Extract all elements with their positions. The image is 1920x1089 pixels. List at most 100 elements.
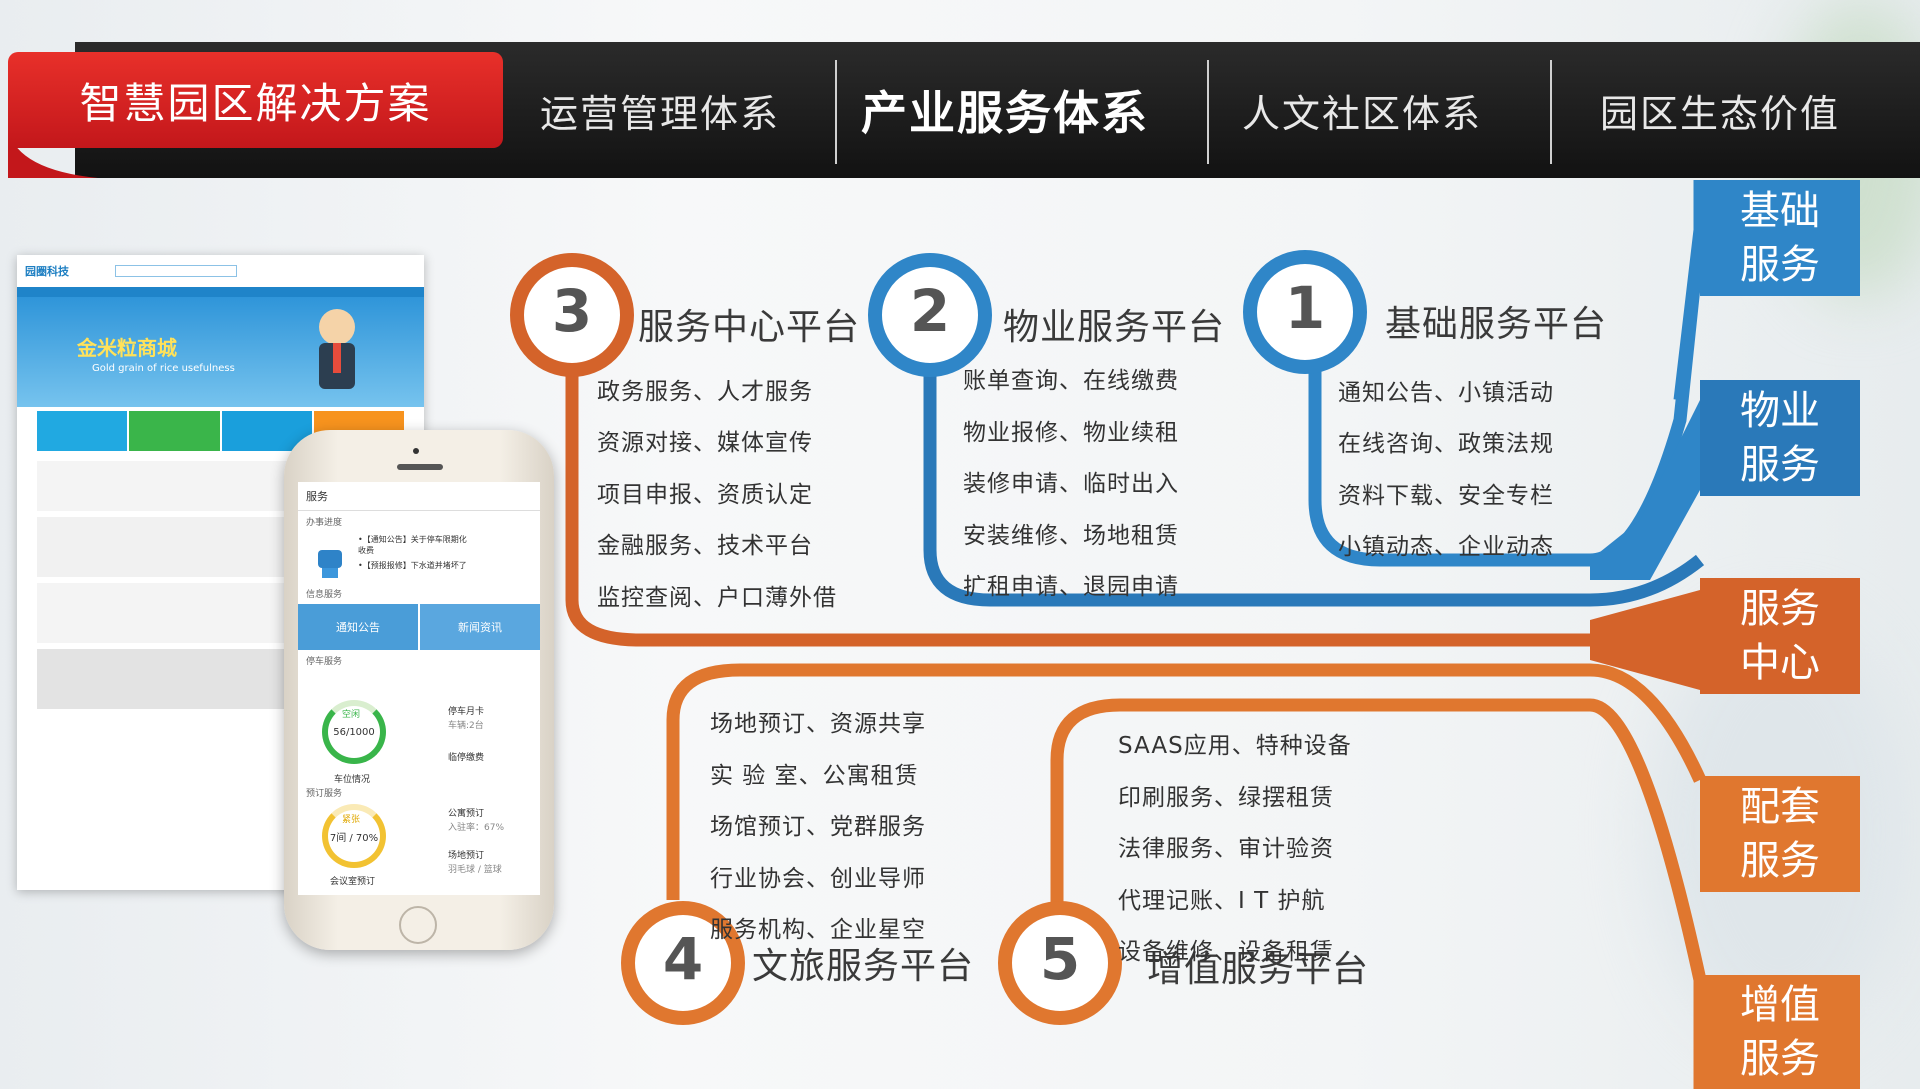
list-item: 法律服务、审计验资 [1118, 836, 1334, 862]
section-label: 信息服务 [306, 590, 343, 600]
section-label: 办事进度 [306, 518, 343, 528]
list-item: 扩租申请、退园申请 [963, 574, 1179, 600]
gauge-label: 会议室预订 [330, 877, 376, 887]
banner-subtitle: Gold grain of rice usefulness [92, 363, 235, 374]
meeting-gauge: 7间 / 70% [322, 804, 386, 868]
list-item: 金融服务、技术平台 [597, 533, 813, 559]
nav-tab-community[interactable]: 人文社区体系 [1241, 91, 1482, 136]
nav-tab-ecology[interactable]: 园区生态价值 [1599, 91, 1840, 136]
list-item: 通知公告、小镇活动 [1338, 380, 1554, 406]
banner-title: 金米粒商城 [77, 336, 177, 360]
side-tab-label: 服务 [1740, 442, 1820, 488]
platform-number: 4 [662, 925, 704, 993]
gauge-status: 空闲 [342, 710, 361, 720]
info-tiles: 通知公告 新闻资讯 [298, 604, 540, 650]
phone-screen: 服务 办事进度 •【通知公告】关于停车限期化收费 •【预报报修】下水道并堵坏了 … [298, 482, 540, 895]
platform-title-value-added: 增值服务平台 [1147, 949, 1370, 990]
connector-culture [666, 663, 1706, 900]
list-item: 服务机构、企业星空 [710, 917, 926, 943]
platform-number: 1 [1284, 274, 1326, 342]
phone-camera [413, 448, 419, 454]
connector-service [565, 315, 1700, 647]
nav-separator [1550, 60, 1552, 164]
section-label: 预订服务 [306, 789, 343, 799]
list-item: 装修申请、临时出入 [963, 471, 1179, 497]
parking-gauge: 56/1000 [322, 700, 386, 764]
side-tab-label: 服务 [1740, 242, 1820, 288]
side-tab-label: 服务 [1740, 1036, 1820, 1082]
platform-title-property: 物业服务平台 [1003, 307, 1226, 348]
platform-title-service-center: 服务中心平台 [638, 307, 861, 348]
list-item: 政务服务、人才服务 [597, 379, 813, 405]
list-item: 安装维修、场地租赁 [963, 523, 1179, 549]
website-nav [17, 287, 424, 297]
website-search-box [115, 265, 237, 277]
side-tab-service-center[interactable]: 服务 中心 [1700, 578, 1860, 694]
ring-1 [1243, 250, 1367, 374]
phone-mockup: 服务 办事进度 •【通知公告】关于停车限期化收费 •【预报报修】下水道并堵坏了 … [284, 430, 554, 950]
mascot-icon [319, 309, 355, 389]
nav-swoosh [8, 130, 98, 178]
parking-temp-button[interactable]: 临停缴费 [448, 753, 485, 763]
section-label: 停车服务 [306, 657, 343, 667]
phone-header: 服务 [298, 482, 540, 511]
platform-number: 3 [551, 277, 593, 345]
website-logo: 园圈科技 [25, 265, 69, 278]
connector-value [1050, 698, 1707, 1089]
list-item: 物业报修、物业续租 [963, 420, 1179, 446]
connector-service-fill [1590, 590, 1700, 690]
platform-number: 2 [909, 277, 951, 345]
list-item: 资料下载、安全专栏 [1338, 483, 1554, 509]
side-tab-label: 基础 [1740, 188, 1820, 234]
venue-sub: 羽毛球 / 篮球 [448, 865, 502, 875]
list-item: 代理记账、I T 护航 [1118, 888, 1326, 914]
notice-item[interactable]: •【预报报修】下水道并堵坏了 [358, 561, 467, 570]
tile-notice[interactable]: 通知公告 [298, 604, 418, 650]
gauge-label: 车位情况 [334, 775, 371, 785]
side-tab-property[interactable]: 物业 服务 [1700, 380, 1860, 496]
list-item: 在线咨询、政策法规 [1338, 431, 1554, 457]
list-item: 小镇动态、企业动态 [1338, 534, 1554, 560]
side-tab-label: 配套 [1740, 784, 1820, 830]
list-item: 监控查阅、户口薄外借 [597, 585, 837, 611]
list-item: 场馆预订、党群服务 [710, 814, 926, 840]
apartment-booking-button[interactable]: 公寓预订 [448, 809, 485, 819]
website-banner: 金米粒商城 Gold grain of rice usefulness [17, 297, 424, 407]
list-item: 账单查询、在线缴费 [963, 368, 1179, 394]
ring-3 [510, 253, 634, 377]
connector-property [923, 315, 1705, 607]
list-item: SAAS应用、特种设备 [1118, 733, 1352, 759]
platform-number: 5 [1039, 925, 1081, 993]
phone-home-button [399, 906, 437, 944]
parking-card-button[interactable]: 停车月卡 [448, 707, 485, 717]
nav-tab-operations[interactable]: 运营管理体系 [539, 91, 780, 136]
list-item: 印刷服务、绿摆租赁 [1118, 785, 1334, 811]
nav-tab-solution[interactable]: 智慧园区解决方案 [8, 52, 503, 148]
parking-card-sub: 车辆:2台 [448, 721, 484, 731]
notice-item[interactable]: •【通知公告】关于停车限期化收费 [358, 535, 467, 555]
list-item: 项目申报、资质认定 [597, 482, 813, 508]
side-tab-label: 服务 [1740, 838, 1820, 884]
platform-title-culture: 文旅服务平台 [752, 946, 975, 987]
list-item: 设备维修、设备租赁 [1118, 939, 1334, 965]
side-tab-label: 物业 [1740, 388, 1820, 434]
venue-booking-button[interactable]: 场地预订 [448, 851, 485, 861]
side-tab-supporting[interactable]: 配套 服务 [1700, 776, 1860, 892]
tile-news[interactable]: 新闻资讯 [420, 604, 540, 650]
platform-title-basic: 基础服务平台 [1385, 304, 1608, 345]
side-tab-label: 服务 [1740, 586, 1820, 632]
ring-4 [621, 901, 745, 1025]
phone-speaker [397, 464, 443, 470]
ring-2 [868, 253, 992, 377]
website-header: 园圈科技 [17, 255, 424, 287]
nav-tab-industry[interactable]: 产业服务体系 [861, 86, 1149, 140]
nav-separator [1207, 60, 1209, 164]
side-tab-value-added[interactable]: 增值 服务 [1700, 975, 1860, 1089]
side-tab-label: 中心 [1740, 640, 1820, 686]
apartment-sub: 入驻率：67% [448, 823, 505, 833]
list-item: 行业协会、创业导师 [710, 866, 926, 892]
gauge-value: 7间 / 70% [329, 832, 379, 844]
side-tab-basic[interactable]: 基础 服务 [1700, 180, 1860, 296]
gauge-status: 紧张 [342, 815, 361, 825]
